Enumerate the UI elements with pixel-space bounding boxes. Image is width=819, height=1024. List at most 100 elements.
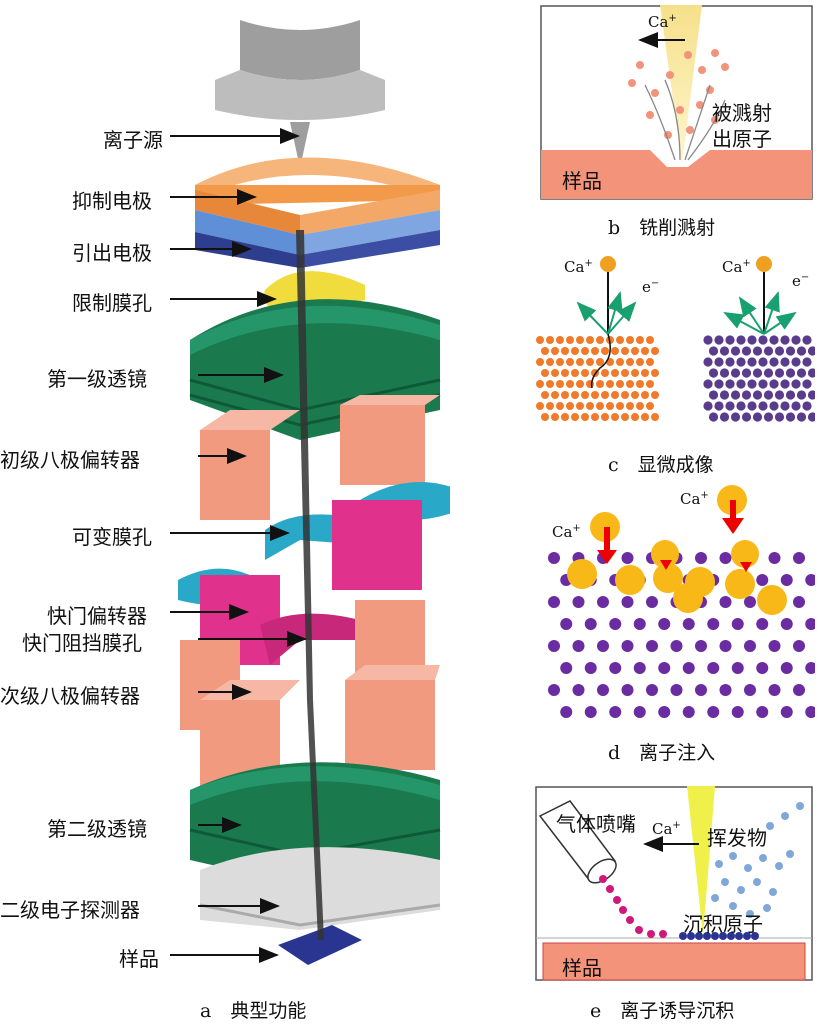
ion-beam-b [660,5,702,165]
lattice-atom [802,401,812,411]
lattice-atom [651,413,659,421]
lattice-atom [561,413,569,421]
lattice-atom [541,347,549,355]
lattice-atom [802,379,812,389]
lattice-atom [780,379,790,389]
lattice-atom [576,358,584,366]
lattice-atom [791,357,801,367]
lattice-atom [769,401,779,411]
lattice-atom [596,336,604,344]
volatile-label: 挥发物 [707,826,767,850]
lattice-atom [576,402,584,410]
lattice-atom [658,706,671,718]
lattice-atom [807,390,815,400]
lattice-atom [708,412,719,422]
lattice-atom [631,413,639,421]
lattice-atom [551,413,559,421]
lattice-atom [621,596,634,608]
lattice-atom [744,596,756,608]
lattice-atom [601,347,609,355]
lattice-atom [646,380,654,388]
lattice-atom [758,335,768,345]
lattice-atom [725,379,735,389]
lattice-atom [616,402,624,410]
lattice-d [548,552,815,718]
lattice-atom [802,335,812,345]
lattice-atom [611,369,619,377]
lattice-atom [606,380,614,388]
lattice-atom [730,412,741,422]
lattice-atom [586,380,594,388]
lattice-atom [536,402,544,410]
lattice-atom [805,574,815,586]
lattice-atom [695,684,707,696]
lattice-atom [736,401,746,411]
caption-c: c 显微成像 [608,454,714,476]
lattice-atom [597,640,609,652]
lattice-atom [719,552,732,564]
lattice-atom [636,358,644,366]
lattice-atom [621,413,629,421]
lattice-atom [719,368,730,378]
lattice-atom [780,706,793,718]
lattice-atom [769,335,779,345]
lattice-atom [758,401,768,411]
lattice-atom [736,379,746,389]
lattice-atom [658,618,671,630]
lattice-atom [586,336,594,344]
sample-surface-e [542,942,806,981]
label-shutter-deflector: 快门偏转器 [47,604,147,628]
lattice-atom [670,640,683,652]
lattice-atom [747,357,757,367]
lattice-atom [611,347,619,355]
lattice-atom [707,706,720,718]
lattice-atom [566,380,574,388]
lattice-atom [763,390,774,400]
lattice-atom [591,413,599,421]
lattice-atom [586,402,594,410]
label-ion-source: 离子源 [103,128,163,152]
lattice-atom [541,391,549,399]
lattice-atom [551,369,559,377]
lattice-atom [596,402,604,410]
label-lens2: 第二级透镜 [47,817,147,841]
lattice-atom [756,662,769,674]
lattice-atom [581,347,589,355]
lattice-atom [708,368,719,378]
lattice-atom [586,358,594,366]
lattice-atom [556,402,564,410]
lattice-atom [551,391,559,399]
nozzle-label: 气体喷嘴 [556,812,636,836]
lattice-atom [756,706,769,718]
lattice-atom [769,379,779,389]
lattice-atom [741,412,752,422]
lattice-atom [730,390,741,400]
label-variable-aperture: 可变膜孔 [72,525,152,549]
lattice-atom [541,413,549,421]
lattice-atom [805,618,815,630]
lattice-atom [725,401,735,411]
lattice-atom [621,640,634,652]
lattice-atom [774,390,785,400]
lattice-atom [719,684,732,696]
lattice-atom [695,552,707,564]
lattice-atom [752,346,763,356]
lattice-atom [747,401,757,411]
lattice-atom [708,390,719,400]
ion-label-d-left: Ca+ [552,523,581,541]
lattice-atom [796,412,807,422]
label-shutter-aperture: 快门阻挡膜孔 [22,631,142,655]
lattice-atom [796,346,807,356]
lattice-atom [703,335,713,345]
lattice-atom [636,402,644,410]
lattice-atom [807,368,815,378]
lattice-atom [591,347,599,355]
lattice-atom [581,391,589,399]
lattice-atom [744,684,756,696]
lattice-atom [596,358,604,366]
lattice-atom [731,618,744,630]
lattice-atom [780,357,790,367]
lattice-atom [560,618,573,630]
lattice-atom [682,662,695,674]
magenta-block-shape [332,500,422,590]
